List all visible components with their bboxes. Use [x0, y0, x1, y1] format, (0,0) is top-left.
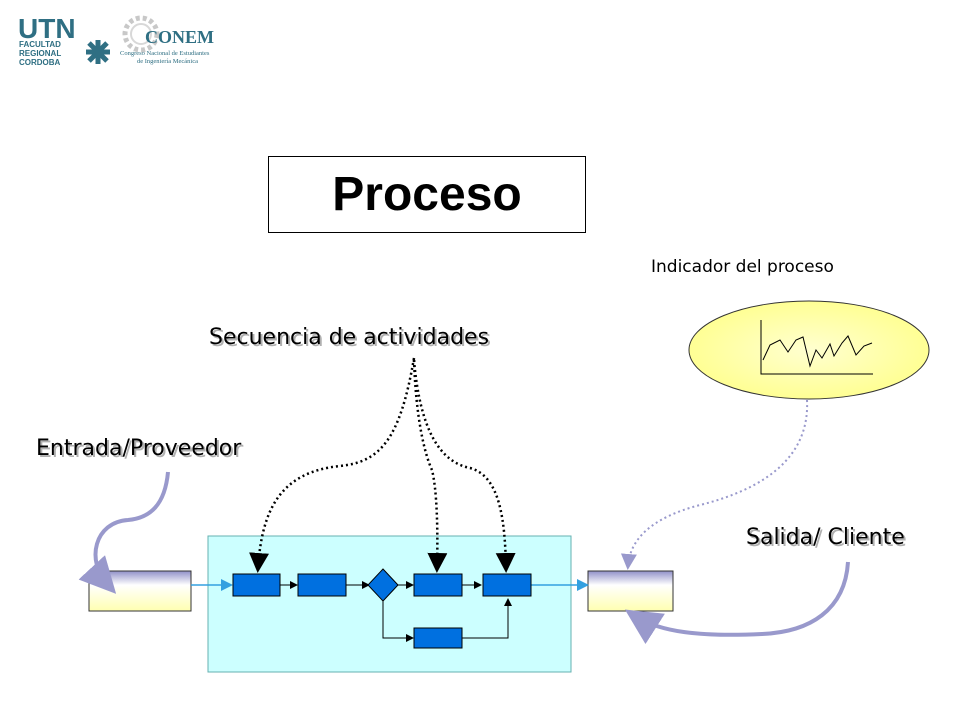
utn-logo-mark: UTN: [18, 13, 76, 44]
output-label: Salida/ Cliente: [746, 525, 905, 550]
dotted-arrow-activity-3: [412, 359, 448, 573]
indicator-oval: [688, 300, 930, 400]
activity-box-2: [297, 573, 347, 597]
utn-logo-line-2: REGIONAL: [19, 49, 61, 58]
gear-icon: [122, 15, 160, 53]
utn-logo-line-1: FACULTAD: [19, 40, 61, 49]
input-curved-arrow: [78, 471, 170, 594]
utn-logo-line-3: CORDOBA: [19, 58, 61, 66]
flow-line-alt-up: [462, 598, 512, 639]
conem-logo-line-1: Congreso Nacional de Estudiantes: [120, 50, 210, 57]
input-label: Entrada/Proveedor: [36, 436, 242, 461]
conem-logo: CONEM Congreso Nacional de Estudiantes d…: [120, 15, 214, 65]
dotted-arrow-activity-1: [249, 357, 416, 573]
decision-diamond: [367, 568, 399, 602]
title-box: Proceso: [268, 156, 586, 233]
activity-box-3: [413, 573, 463, 597]
conem-logo-line-2: de Ingeniería Mecánica: [137, 58, 198, 65]
indicator-label: Indicador del proceso: [651, 257, 834, 277]
conem-logo-mark: CONEM: [145, 27, 214, 47]
activity-box-4: [482, 573, 532, 597]
utn-emblem-icon: [86, 40, 110, 64]
process-area: [207, 535, 572, 673]
utn-logo: UTN FACULTAD REGIONAL CORDOBA: [18, 13, 110, 66]
flow-line-decision-down: [382, 601, 414, 642]
output-curved-arrow: [624, 561, 850, 645]
indicator-chart-icon: [760, 320, 873, 375]
activity-box-alt: [413, 627, 463, 649]
activity-box-1: [232, 573, 281, 597]
dotted-arrow-activity-4: [412, 359, 516, 573]
sequence-label: Secuencia de actividades: [209, 325, 490, 350]
page-title: Proceso: [332, 168, 522, 221]
output-box: [587, 570, 674, 612]
